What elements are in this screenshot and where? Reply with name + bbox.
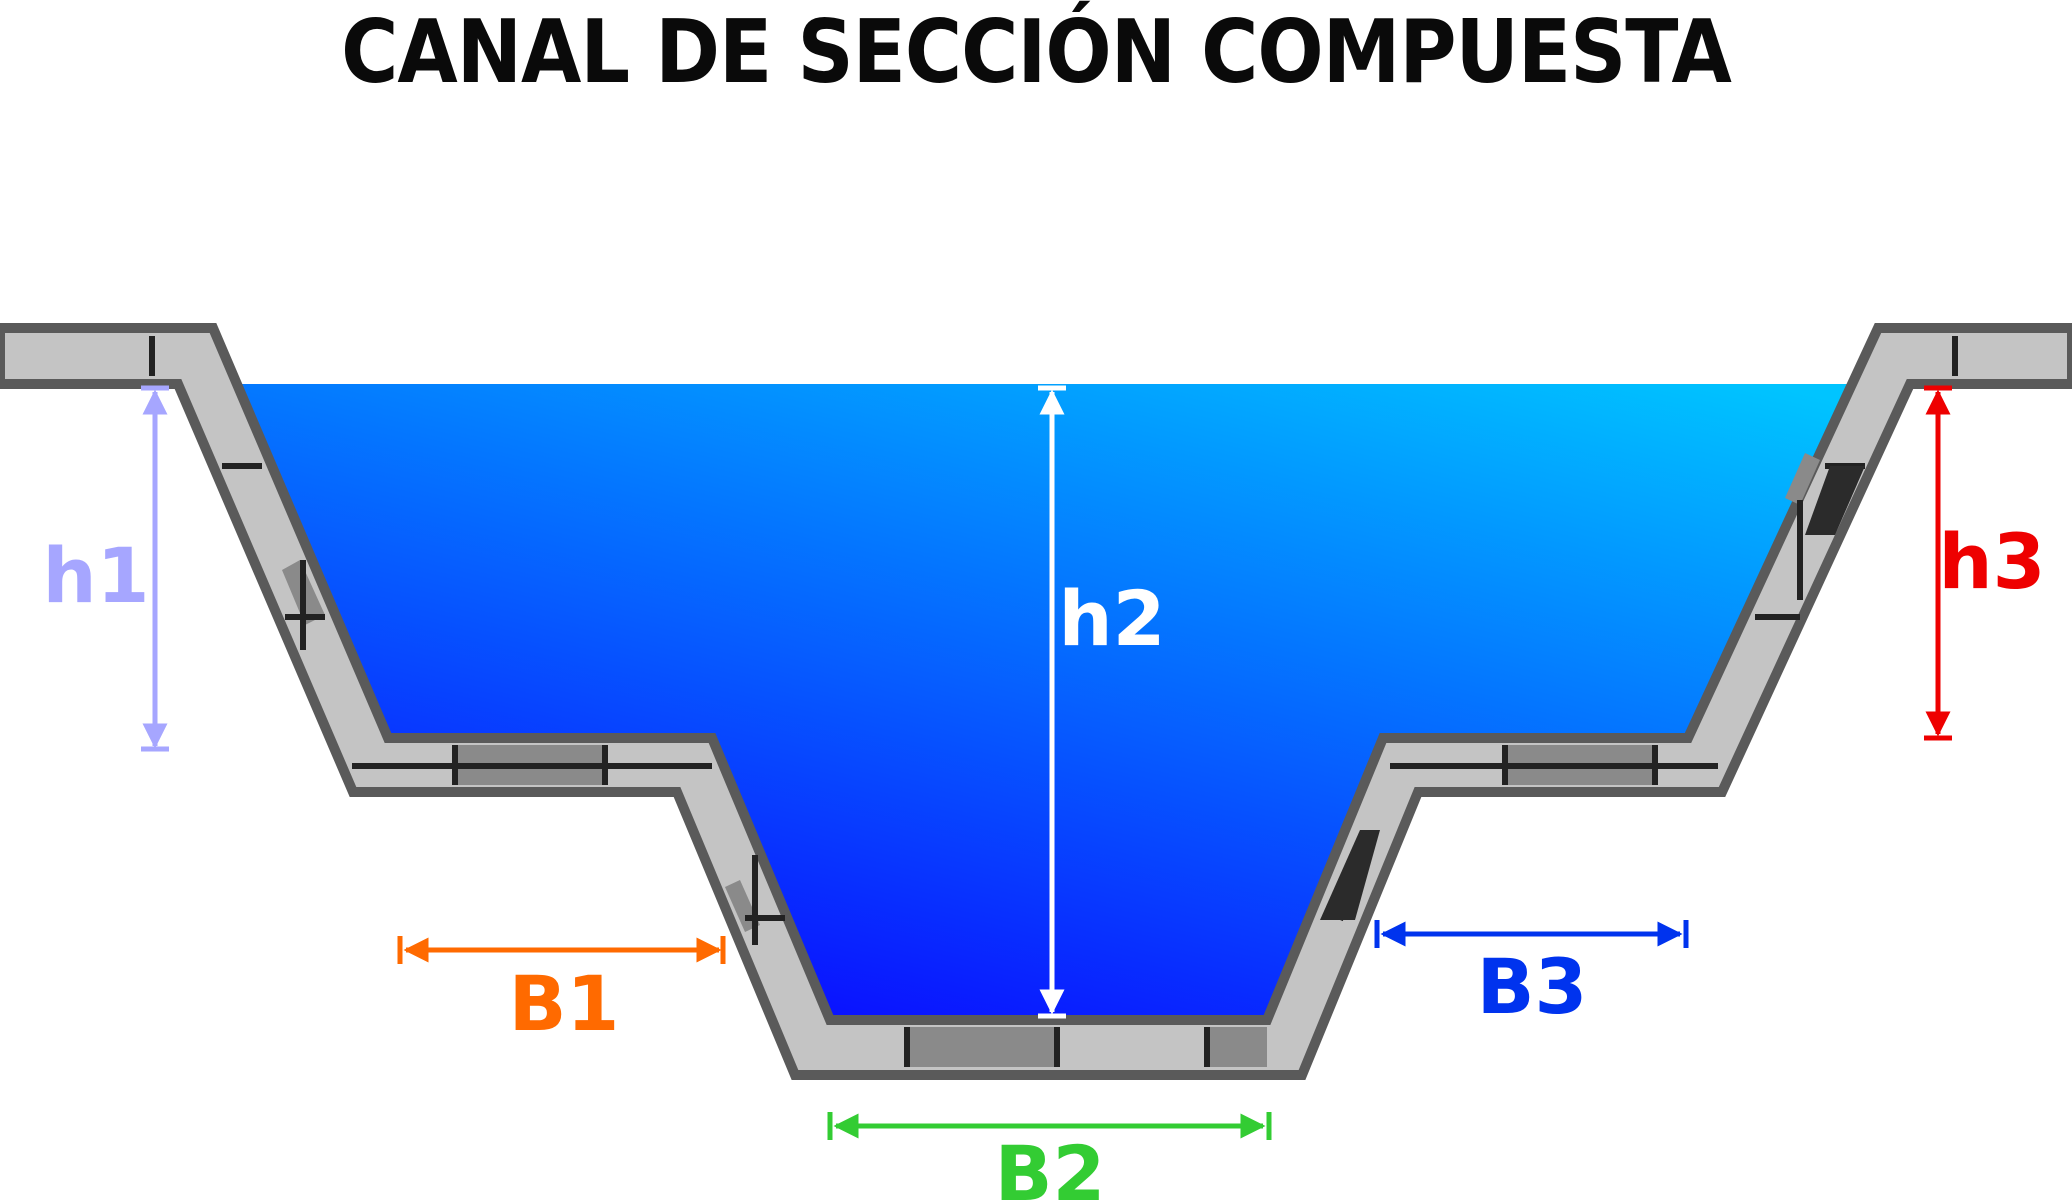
water-body <box>237 384 1848 1020</box>
h2-label: h2 <box>1059 574 1166 663</box>
b1-label: B1 <box>509 959 620 1048</box>
h1-dimension: h1 <box>43 385 169 752</box>
h2-dimension: h2 <box>1038 385 1166 1019</box>
h3-dimension: h3 <box>1924 385 2046 741</box>
wall-shadow-right <box>1805 466 1865 535</box>
h3-label: h3 <box>1939 517 2046 606</box>
b1-dimension: B1 <box>397 936 726 1048</box>
b2-dimension: B2 <box>827 1112 1272 1203</box>
b2-label: B2 <box>995 1129 1106 1203</box>
diagram-title: CANAL DE SECCIÓN COMPUESTA <box>341 2 1732 104</box>
h1-label: h1 <box>43 531 150 620</box>
b3-dimension: B3 <box>1374 920 1689 1031</box>
canal-wall <box>0 323 2072 1080</box>
wall-shadow-right-lower <box>1320 830 1380 920</box>
b3-label: B3 <box>1477 942 1588 1031</box>
